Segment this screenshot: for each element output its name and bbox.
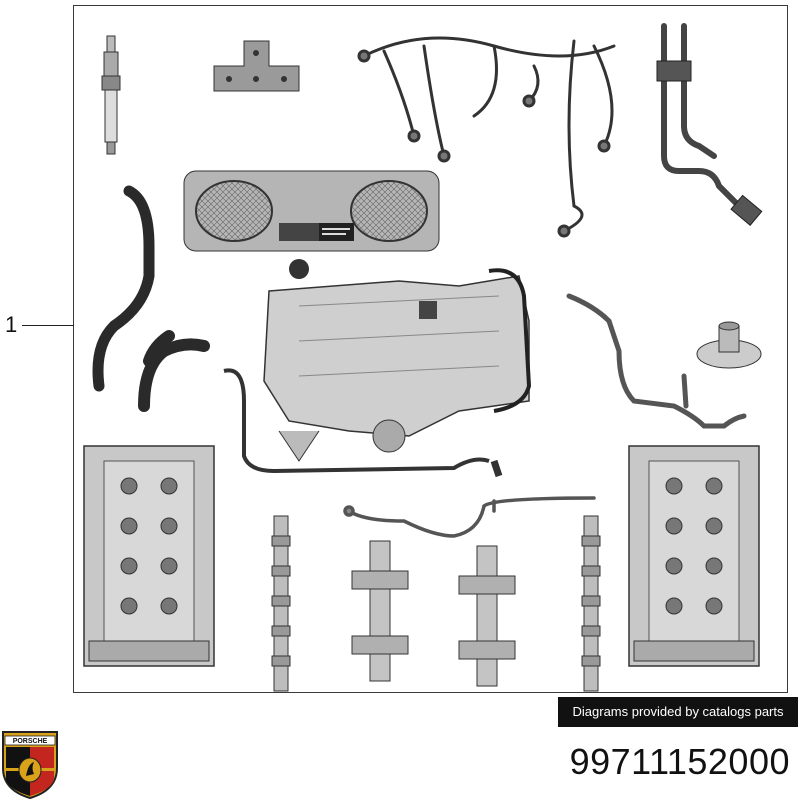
exploded-parts-diagram [83,23,763,692]
cam-bridge-left [351,540,409,682]
cam-bridge-right [458,545,516,687]
coolant-pipe-right [566,293,747,429]
callout-leader-line [22,325,74,326]
diagram-frame [73,5,788,693]
manifold-vacuum-hose [488,268,532,413]
camshaft-left [271,515,291,692]
wiring-harness [357,36,616,238]
cylinder-head-left [83,445,215,667]
coolant-hose [138,330,210,412]
intake-manifold [263,259,530,462]
part-number: 99711152000 [569,741,790,782]
oil-pipe [343,496,596,538]
sensor-flange [696,321,762,369]
svg-text:PORSCHE: PORSCHE [13,738,48,745]
callout-number: 1 [5,312,18,337]
camshaft-right [581,515,601,692]
porsche-logo: PORSCHE [0,728,60,800]
breather-hose [92,185,155,392]
provider-banner: Diagrams provided by catalogs parts [558,697,798,727]
intake-cover-grille [183,170,440,252]
spark-plug [101,35,121,155]
cylinder-head-right [628,445,760,667]
coolant-pipe [223,368,503,478]
vent-tube [656,23,763,226]
mounting-bracket [213,40,300,92]
